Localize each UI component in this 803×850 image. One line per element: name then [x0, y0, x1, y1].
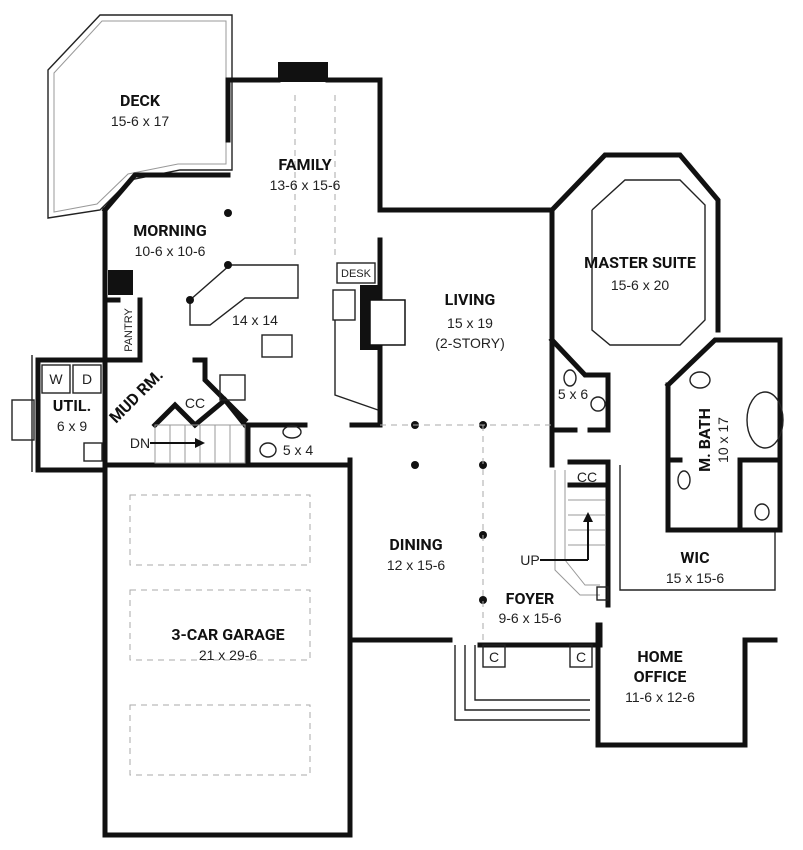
coat-closet-label: CC: [577, 469, 597, 485]
room-name-master-bath: M. BATH: [695, 408, 714, 472]
room-size-master-bath: 10 x 17: [715, 417, 731, 463]
stairs-up: [540, 470, 605, 596]
room-note-living: (2-STORY): [435, 335, 505, 351]
room-name-util: UTIL.: [53, 396, 91, 415]
deck-outline: [47, 14, 233, 219]
room-name-morning: MORNING: [133, 221, 207, 240]
room-size-garage: 21 x 29-6: [199, 647, 258, 663]
pantry-label: PANTRY: [123, 308, 135, 352]
walls: [11, 62, 784, 838]
room-name-deck: DECK: [120, 91, 161, 110]
room-size-living: 15 x 19: [447, 315, 493, 331]
room-size-foyer: 9-6 x 15-6: [498, 610, 561, 626]
room-name-garage: 3-CAR GARAGE: [171, 625, 284, 644]
washer-label: W: [49, 371, 63, 387]
room-name-foyer: FOYER: [506, 589, 555, 608]
room-name-dining: DINING: [389, 535, 442, 554]
room-size-morning: 10-6 x 10-6: [135, 243, 206, 259]
closet-label: C: [489, 649, 499, 665]
stairs-down: [150, 424, 246, 464]
room-name-family: FAMILY: [278, 155, 331, 174]
room-size-powder: 5 x 6: [558, 386, 589, 402]
room-name-wic: WIC: [680, 548, 709, 567]
room-size-dining: 12 x 15-6: [387, 557, 446, 573]
closet-label: C: [576, 649, 586, 665]
garage-bays: [129, 494, 311, 776]
room-name-mud-room: MUD RM.: [105, 365, 166, 426]
room-name-home-office-line2: OFFICE: [634, 667, 687, 686]
stairs-down-label: DN: [130, 435, 150, 451]
room-size-wic: 15 x 15-6: [666, 570, 725, 586]
room-size-home-office: 11-6 x 12-6: [625, 689, 695, 705]
stairs-up-label: UP: [520, 552, 539, 568]
room-size-half-bath: 5 x 4: [283, 442, 314, 458]
room-size-family: 13-6 x 15-6: [270, 177, 341, 193]
room-size-deck: 15-6 x 17: [111, 113, 170, 129]
room-name-home-office: HOME: [637, 647, 682, 666]
coat-closet-label: CC: [185, 395, 205, 411]
room-name-living: LIVING: [445, 290, 496, 309]
room-size-master-suite: 15-6 x 20: [611, 277, 670, 293]
room-size-kitchen: 14 x 14: [232, 312, 278, 328]
dryer-label: D: [82, 371, 92, 387]
zone-lines: [294, 95, 552, 640]
room-name-master-suite: MASTER SUITE: [584, 253, 696, 272]
room-size-util: 6 x 9: [57, 418, 88, 434]
desk-label: DESK: [341, 268, 372, 280]
